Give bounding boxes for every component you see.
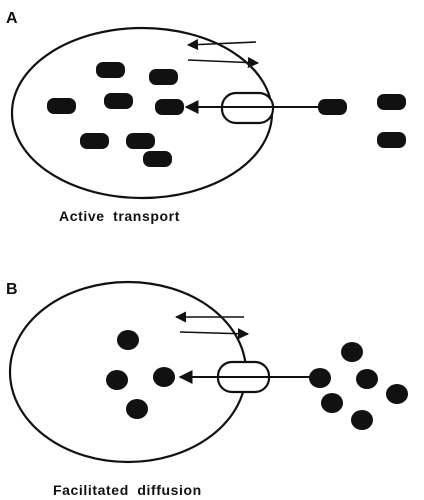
molecule (117, 330, 139, 350)
caption-a: Active transport (59, 208, 180, 224)
molecule (377, 132, 406, 148)
internal-molecules-a (47, 62, 184, 167)
exchange-arrow-inward-a (186, 38, 257, 51)
molecule (96, 62, 125, 78)
panel-b: B Facilitated diffusion (6, 280, 408, 498)
molecule (153, 367, 175, 387)
molecule (126, 399, 148, 419)
exchange-arrow-outward-b (179, 328, 250, 340)
external-molecules-b (309, 342, 408, 430)
molecule (351, 410, 373, 430)
molecule (126, 133, 155, 149)
external-molecules-a (318, 94, 406, 148)
internal-molecules-b (106, 330, 175, 419)
molecule (377, 94, 406, 110)
panel-b-letter: B (6, 281, 18, 298)
molecule (309, 368, 331, 388)
molecule (106, 370, 128, 390)
molecule (104, 93, 133, 109)
molecule (386, 384, 408, 404)
panel-a-letter: A (6, 10, 18, 27)
molecule (149, 69, 178, 85)
caption-b: Facilitated diffusion (53, 482, 202, 498)
exchange-arrow-outward-a (187, 56, 260, 69)
cell-membrane-b (8, 280, 248, 464)
molecule (318, 99, 347, 115)
molecule (341, 342, 363, 362)
molecule (321, 393, 343, 413)
molecule (80, 133, 109, 149)
molecule (143, 151, 172, 167)
molecule (356, 369, 378, 389)
molecule (155, 99, 184, 115)
panel-a: A Active transport (6, 10, 406, 224)
molecule (47, 98, 76, 114)
